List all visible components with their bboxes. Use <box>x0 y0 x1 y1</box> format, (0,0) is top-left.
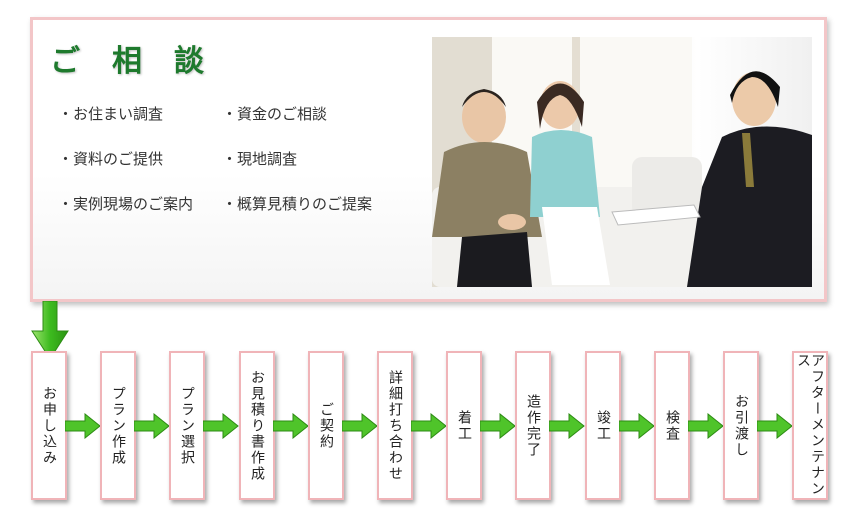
flow-step-label: アフターメンテナンス <box>795 353 825 497</box>
flow-step-fixture-completion[interactable]: 造作完了 <box>515 351 551 500</box>
flow-arrow-right-icon <box>757 413 793 439</box>
start-arrow-down-icon <box>31 301 69 360</box>
consultation-item-site-tour: ・実例現場のご案内 <box>58 195 194 213</box>
flow-step-after-maintenance[interactable]: アフターメンテナンス <box>792 351 828 500</box>
flow-arrow-right-icon <box>688 413 724 439</box>
flow-arrow-right-icon <box>203 413 239 439</box>
flow-arrow-right-icon <box>273 413 309 439</box>
consultation-item-site-survey: ・現地調査 <box>222 150 298 168</box>
consultation-item-funding: ・資金のご相談 <box>222 105 328 123</box>
consultation-item-residence-survey: ・お住まい調査 <box>58 105 164 123</box>
flow-step-label: 詳細打ち合わせ <box>387 369 403 482</box>
flow-arrow-right-icon <box>342 413 378 439</box>
flow-step-plan-creation[interactable]: プラン作成 <box>100 351 136 500</box>
flow-step-label: プラン選択 <box>179 385 195 466</box>
flow-arrow-right-icon <box>549 413 585 439</box>
flow-step-label: 検査 <box>664 409 680 442</box>
flow-step-construction-start[interactable]: 着工 <box>446 351 482 500</box>
flow-step-completion[interactable]: 竣工 <box>585 351 621 500</box>
flow-step-contract[interactable]: ご契約 <box>308 351 344 500</box>
flow-step-estimate-creation[interactable]: お見積り書作成 <box>239 351 275 500</box>
consultation-item-materials: ・資料のご提供 <box>58 150 164 168</box>
flow-step-application[interactable]: お申し込み <box>31 351 67 500</box>
flow-step-label: お申し込み <box>41 385 57 466</box>
consultation-title: ご相談 <box>50 44 236 79</box>
flow-step-detailed-meeting[interactable]: 詳細打ち合わせ <box>377 351 413 500</box>
flow-step-label: 造作完了 <box>525 393 541 458</box>
flow-arrow-right-icon <box>134 413 170 439</box>
flow-step-label: 着工 <box>456 409 472 442</box>
flow-step-label: 竣工 <box>595 409 611 442</box>
flow-step-plan-selection[interactable]: プラン選択 <box>169 351 205 500</box>
consultation-item-estimate: ・概算見積りのご提案 <box>222 195 373 213</box>
flow-step-label: ご契約 <box>318 401 334 450</box>
flow-step-label: お引渡し <box>733 393 749 458</box>
flow-arrow-right-icon <box>619 413 655 439</box>
flow-step-inspection[interactable]: 検査 <box>654 351 690 500</box>
flow-arrow-right-icon <box>480 413 516 439</box>
flow-arrow-right-icon <box>411 413 447 439</box>
consultation-photo <box>432 37 812 287</box>
flow-step-label: お見積り書作成 <box>249 369 265 482</box>
flow-step-handover[interactable]: お引渡し <box>723 351 759 500</box>
flow-arrow-right-icon <box>65 413 101 439</box>
flow-step-label: プラン作成 <box>110 385 126 466</box>
